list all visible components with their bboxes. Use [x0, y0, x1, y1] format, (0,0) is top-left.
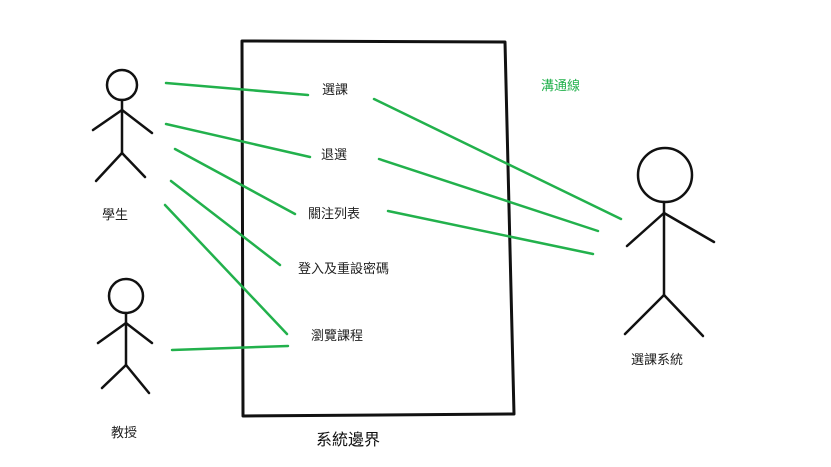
use-case-watch-list: 關注列表 — [308, 207, 361, 222]
professor-head — [107, 277, 145, 315]
student-label: 學生 — [102, 208, 129, 223]
system-boundary-box — [240, 39, 516, 418]
course-system-left-leg — [623, 293, 666, 336]
line-system-drop-course — [377, 157, 600, 233]
course-system-right-arm — [662, 211, 716, 244]
student-actor-figure — [91, 68, 154, 183]
communication-lines — [163, 81, 623, 352]
professor-left-arm — [96, 321, 128, 345]
line-student-drop-course — [164, 122, 312, 159]
student-left-leg — [94, 151, 124, 183]
professor-right-arm — [124, 321, 154, 345]
line-system-watch-list — [386, 209, 595, 256]
line-student-browse-courses — [163, 203, 289, 336]
system-boundary-label: 系統邊界 — [316, 430, 381, 449]
student-right-leg — [120, 151, 147, 179]
course-system-right-leg — [662, 293, 705, 338]
course-system-label: 選課系統 — [631, 353, 684, 368]
professor-left-leg — [100, 363, 128, 390]
student-head — [105, 68, 139, 102]
course-system-left-arm — [625, 211, 666, 248]
professor-label: 教授 — [111, 426, 138, 441]
line-student-watch-list — [173, 147, 297, 216]
line-professor-browse-courses — [170, 344, 290, 352]
course-system-actor-figure — [623, 146, 716, 338]
use-case-select-course: 選課 — [322, 83, 349, 98]
legend-communication-line-label: 溝通線 — [541, 79, 581, 94]
use-case-drop-course: 退選 — [321, 148, 348, 163]
line-system-select-course — [372, 97, 623, 221]
line-student-login-reset — [169, 179, 282, 267]
student-right-arm — [120, 108, 154, 135]
line-student-select-course — [164, 81, 310, 97]
use-case-login-reset: 登入及重設密碼 — [298, 262, 390, 277]
use-case-browse-courses: 瀏覽課程 — [311, 329, 364, 344]
professor-actor-figure — [96, 277, 154, 395]
student-left-arm — [91, 108, 124, 132]
course-system-head — [636, 146, 694, 204]
professor-right-leg — [124, 363, 151, 395]
